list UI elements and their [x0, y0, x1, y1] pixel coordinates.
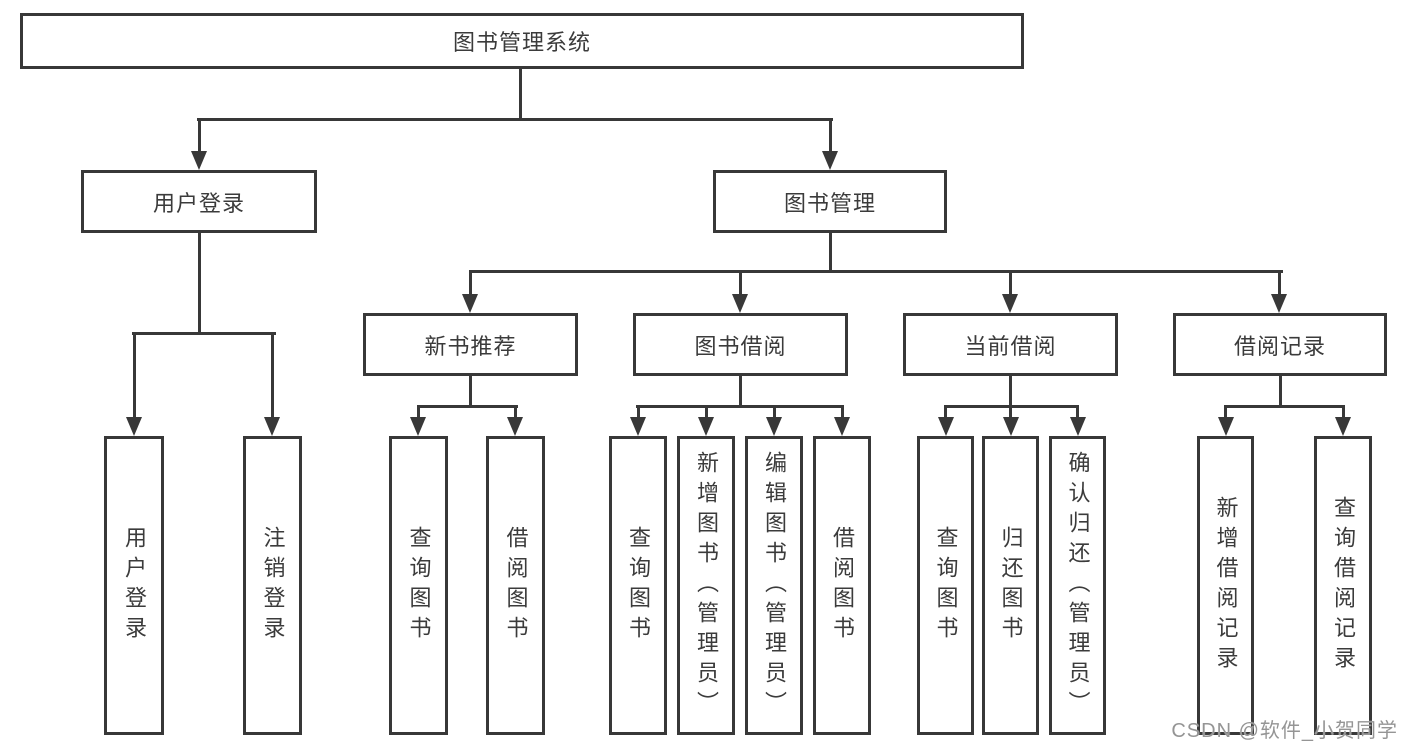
leaf-borrow-books: 借阅图书: [486, 436, 545, 735]
connector-line: [1224, 405, 1345, 408]
arrow-down-icon: [126, 417, 142, 436]
arrow-down-icon: [1335, 417, 1351, 436]
leaf-query-books: 查询图书: [389, 436, 448, 735]
connector-line: [637, 405, 640, 419]
connector-line: [1009, 376, 1012, 407]
connector-line: [739, 270, 742, 296]
connector-line: [198, 118, 201, 152]
leaf-return-books: 归还图书: [982, 436, 1039, 735]
connector-line: [1009, 270, 1012, 296]
connector-line: [271, 332, 274, 418]
arrow-down-icon: [1003, 417, 1019, 436]
node-borrowing-records: 借阅记录: [1173, 313, 1387, 376]
connector-line: [1342, 405, 1345, 419]
connector-line: [829, 118, 832, 152]
leaf-query-borrow-record: 查询借阅记录: [1314, 436, 1372, 735]
connector-line: [944, 405, 947, 419]
arrow-down-icon: [698, 417, 714, 436]
node-book-management: 图书管理: [713, 170, 947, 233]
leaf-query-books: 查询图书: [917, 436, 974, 735]
connector-line: [417, 405, 518, 408]
arrow-down-icon: [191, 151, 207, 170]
arrow-down-icon: [1271, 294, 1287, 313]
connector-line: [1279, 376, 1282, 407]
connector-line: [739, 376, 742, 407]
arrow-down-icon: [938, 417, 954, 436]
connector-line: [198, 233, 201, 334]
connector-line: [841, 405, 844, 419]
connector-line: [133, 332, 136, 418]
leaf-user-login: 用户登录: [104, 436, 164, 735]
connector-line: [773, 405, 776, 419]
arrow-down-icon: [462, 294, 478, 313]
arrow-down-icon: [834, 417, 850, 436]
connector-line: [197, 118, 833, 121]
leaf-confirm-return-admin: 确认归还（管理员）: [1049, 436, 1106, 735]
connector-line: [1224, 405, 1227, 419]
node-book-borrowing: 图书借阅: [633, 313, 848, 376]
leaf-add-borrow-record: 新增借阅记录: [1197, 436, 1254, 735]
arrow-down-icon: [1070, 417, 1086, 436]
connector-line: [469, 270, 1283, 273]
connector-line: [519, 69, 522, 120]
connector-line: [514, 405, 517, 419]
leaf-borrow-books: 借阅图书: [813, 436, 871, 735]
arrow-down-icon: [630, 417, 646, 436]
connector-line: [1076, 405, 1079, 419]
node-user-login: 用户登录: [81, 170, 317, 233]
connector-line: [417, 405, 420, 419]
arrow-down-icon: [732, 294, 748, 313]
connector-line: [1278, 270, 1281, 296]
arrow-down-icon: [1002, 294, 1018, 313]
arrow-down-icon: [410, 417, 426, 436]
arrow-down-icon: [766, 417, 782, 436]
node-current-borrowing: 当前借阅: [903, 313, 1118, 376]
leaf-query-books: 查询图书: [609, 436, 667, 735]
arrow-down-icon: [1218, 417, 1234, 436]
connector-line: [829, 233, 832, 272]
node-root: 图书管理系统: [20, 13, 1024, 69]
arrow-down-icon: [822, 151, 838, 170]
node-new-book-recommend: 新书推荐: [363, 313, 578, 376]
leaf-logout: 注销登录: [243, 436, 302, 735]
connector-line: [705, 405, 708, 419]
leaf-add-books-admin: 新增图书（管理员）: [677, 436, 735, 735]
connector-line: [1009, 405, 1012, 419]
connector-line: [132, 332, 276, 335]
connector-line: [636, 405, 844, 408]
watermark: CSDN @软件_小贺同学: [1171, 720, 1398, 742]
connector-line: [469, 270, 472, 296]
connector-line: [469, 376, 472, 407]
arrow-down-icon: [264, 417, 280, 436]
arrow-down-icon: [507, 417, 523, 436]
leaf-edit-books-admin: 编辑图书（管理员）: [745, 436, 803, 735]
